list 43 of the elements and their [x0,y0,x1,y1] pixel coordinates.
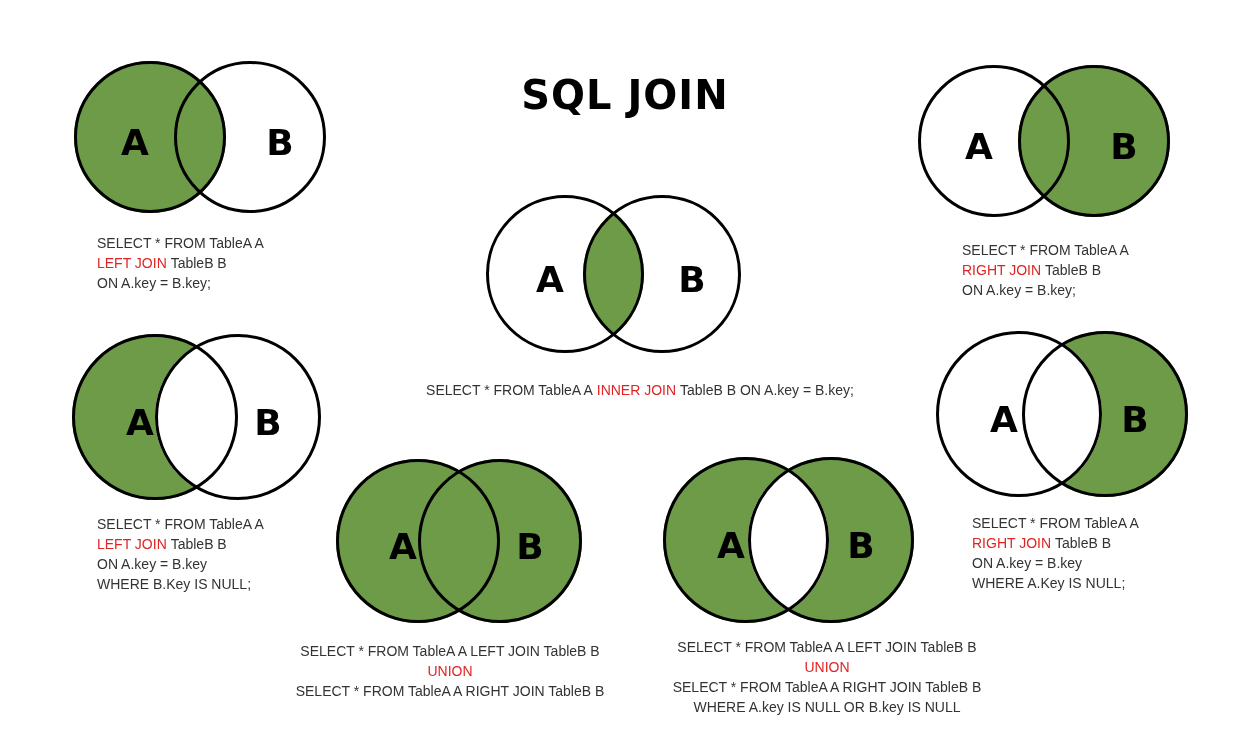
sql-text: ON A.key = B.key [97,556,208,572]
set-label: B [516,527,544,567]
set-label: B [266,123,294,163]
set-label: B [678,260,706,300]
sql-text: TableB B [170,536,227,552]
sql-text: ON A.key = B.key; [97,275,211,291]
sql-text: SELECT * FROM TableA A [972,515,1139,531]
sql-text: TableB B [1055,535,1112,551]
sql-text: SELECT * FROM TableA A RIGHT JOIN TableB B [672,679,982,695]
sql-text: SELECT * FROM TableA A [97,235,264,251]
sql-keyword: LEFT JOIN [97,536,167,552]
set-label: A [389,527,417,567]
set-label: B [1110,127,1138,167]
title: SQL JOIN [521,72,729,118]
sql-text: WHERE A.Key IS NULL; [972,575,1126,591]
sql-keyword: UNION [427,663,473,679]
sql-text: TableB B [1045,262,1102,278]
sql-text: TableB B [170,255,227,271]
set-label: A [965,127,993,167]
set-label: B [1121,400,1149,440]
set-label: B [847,526,875,566]
set-label: A [536,260,564,300]
sql-text: WHERE A.key IS NULL OR B.key IS NULL [693,699,961,715]
sql-text: WHERE B.Key IS NULL; [97,576,252,592]
set-label: A [121,123,149,163]
sql-keyword: RIGHT JOIN [972,535,1052,551]
sql-text: SELECT * FROM TableA A RIGHT JOIN TableB B [295,683,605,699]
sql-keyword: INNER JOIN [596,382,677,398]
sql-text: SELECT * FROM TableA A LEFT JOIN TableB B [300,643,600,659]
sql-keyword: UNION [804,659,850,675]
set-label: A [126,403,154,443]
sql-text: SELECT * FROM TableA A [97,516,264,532]
sql-text: ON A.key = B.key; [962,282,1076,298]
sql-text: SELECT * FROM TableA A [962,242,1129,258]
sql-text: SELECT * FROM TableA A [426,382,593,398]
set-label: A [990,400,1018,440]
sql-text: ON A.key = B.key [972,555,1083,571]
sql-keyword: RIGHT JOIN [962,262,1042,278]
set-label: A [717,526,745,566]
sql-text: SELECT * FROM TableA A LEFT JOIN TableB B [677,639,977,655]
sql-text: TableB B ON A.key = B.key; [680,382,854,398]
set-label: B [254,403,282,443]
sql-keyword: LEFT JOIN [97,255,167,271]
